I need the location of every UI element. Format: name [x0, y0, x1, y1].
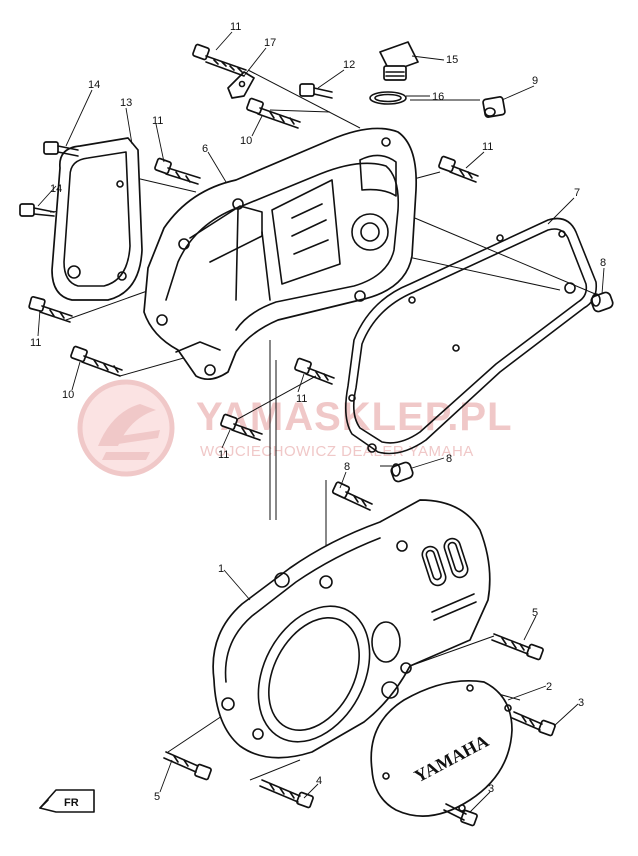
callout-10: 10: [240, 135, 252, 147]
yamaha-cover-plate: YAMAHA: [370, 679, 513, 817]
bolt-10-lower: [70, 345, 123, 377]
bolts: [19, 43, 556, 827]
callout-9: 9: [532, 75, 538, 87]
callout-11: 11: [30, 337, 41, 349]
bolt-11-top: [192, 43, 247, 77]
plug-9: [482, 96, 506, 118]
leader-lines: [37, 31, 605, 813]
front-direction-marker: FR: [39, 789, 95, 813]
callout-2: 2: [546, 681, 552, 693]
bolt-11-left: [28, 295, 73, 323]
dowel-pin-lower: [390, 461, 414, 483]
watermark-subtitle: WOJCIECHOWICZ DEALER YAMAHA: [200, 443, 474, 460]
callout-11: 11: [152, 115, 163, 127]
callout-8: 8: [446, 453, 452, 465]
watermark: YAMASKLEP.PL WOJCIECHOWICZ DEALER YAMAHA: [77, 379, 512, 477]
bolt-3-right: [511, 711, 556, 737]
callout-5: 5: [154, 791, 160, 803]
callout-14: 14: [50, 183, 62, 195]
crankcase-cover: [143, 127, 418, 381]
callout-3: 3: [488, 783, 494, 795]
clutch-cover: [212, 499, 491, 759]
side-cover-plate: [51, 137, 143, 301]
bolt-12: [299, 83, 333, 99]
callout-5: 5: [532, 607, 538, 619]
callout-7: 7: [574, 187, 580, 199]
callout-11: 11: [482, 141, 493, 153]
bolt-5-right: [491, 633, 544, 661]
callout-16: 16: [432, 91, 444, 103]
callout-11: 11: [230, 21, 241, 33]
callout-4: 4: [316, 775, 322, 787]
callout-8: 8: [344, 461, 350, 473]
watermark-logo-icon: [77, 379, 175, 477]
bolt-5-left: [163, 751, 212, 781]
callout-6: 6: [202, 143, 208, 155]
callout-11: 11: [218, 449, 229, 461]
front-marker-label: FR: [64, 797, 79, 809]
callout-3: 3: [578, 697, 584, 709]
bolt-14-lower: [19, 203, 55, 217]
callout-14: 14: [88, 79, 100, 91]
callout-8: 8: [600, 257, 606, 269]
callout-15: 15: [446, 54, 458, 66]
bolt-11-lower-left: [220, 413, 263, 441]
bolt-4: [259, 779, 314, 809]
oil-filler-cap: [379, 41, 419, 81]
callout-numbers: 11 17 15 12 16 9 14 13 11 10 6 11 14 7 8…: [30, 21, 606, 803]
bolt-11-center: [294, 357, 335, 385]
bolt-11-right: [438, 155, 479, 183]
callout-11: 11: [296, 393, 307, 405]
bolt-3-bottom: [443, 803, 478, 827]
callout-1: 1: [218, 563, 224, 575]
bolt-10-upper: [246, 97, 301, 129]
bolt-11-mid: [154, 157, 201, 185]
callout-10: 10: [62, 389, 74, 401]
o-ring: [369, 91, 407, 105]
callout-17: 17: [264, 37, 276, 49]
bolt-14-upper: [43, 141, 79, 157]
bolt-8: [331, 481, 373, 511]
clamp-17: [227, 71, 255, 99]
callout-12: 12: [343, 59, 355, 71]
dowel-pin-upper: [590, 291, 614, 313]
callout-13: 13: [120, 97, 132, 109]
